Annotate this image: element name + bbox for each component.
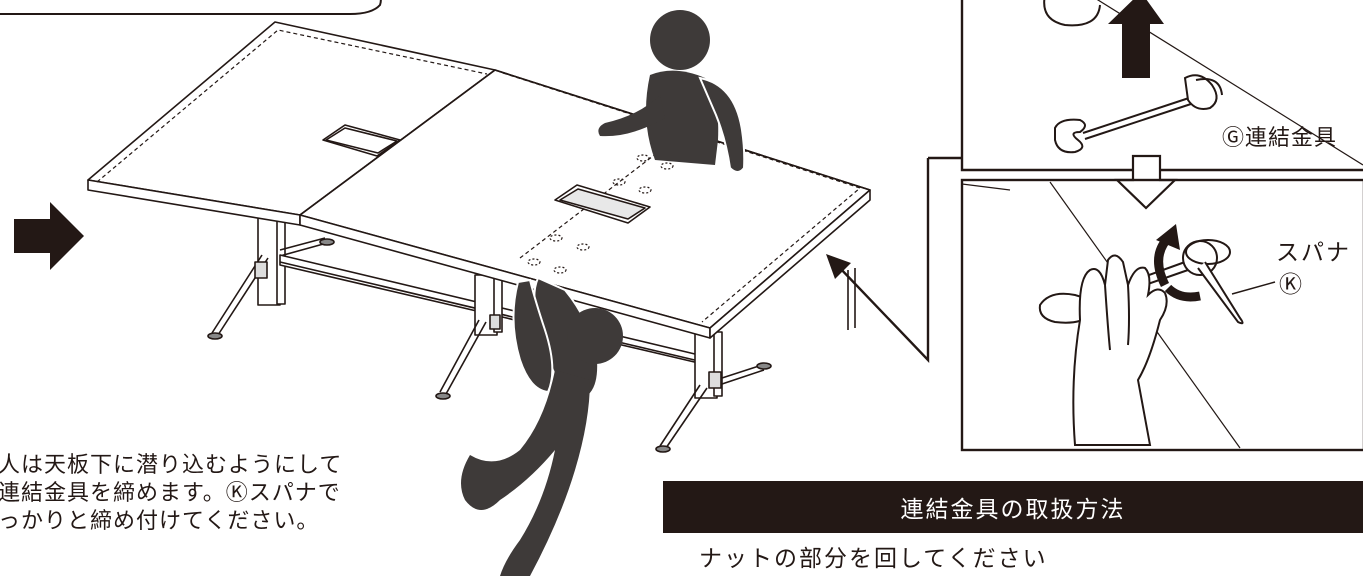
wrench-label: スパナ [1276,240,1351,266]
connector-label: Ⓖ連結金具 [1222,126,1337,151]
person-standing-figure [598,10,746,173]
handling-info-box: 連結金具の取扱方法 ナットの部分を回してください [663,481,1363,576]
callout-panel-wrench [960,178,1363,452]
info-box-title: 連結金具の取扱方法 [663,481,1363,533]
arrow-up-icon [1108,0,1164,78]
arrow-down-outline-icon [1114,154,1178,210]
rotate-arrow-icon [1154,224,1201,302]
instruction-text: 人は天板下に潜り込むようにして 連結金具を締めます。Ⓚスパナで っかりと締め付け… [0,453,343,534]
tabletop-right [299,69,871,339]
connector-marks [527,154,674,274]
pointer-arrow-icon [826,156,962,363]
table-drawing [87,21,871,453]
callout-panel-connector [960,0,1363,172]
info-box-body: ナットの部分を回してください [699,546,1048,572]
person-under-table-figure [461,276,623,576]
arrow-right-icon [14,202,84,270]
cropped-label-frame [0,0,382,15]
hand-icon [1072,254,1168,446]
wrench-mark: Ⓚ [1279,272,1302,298]
